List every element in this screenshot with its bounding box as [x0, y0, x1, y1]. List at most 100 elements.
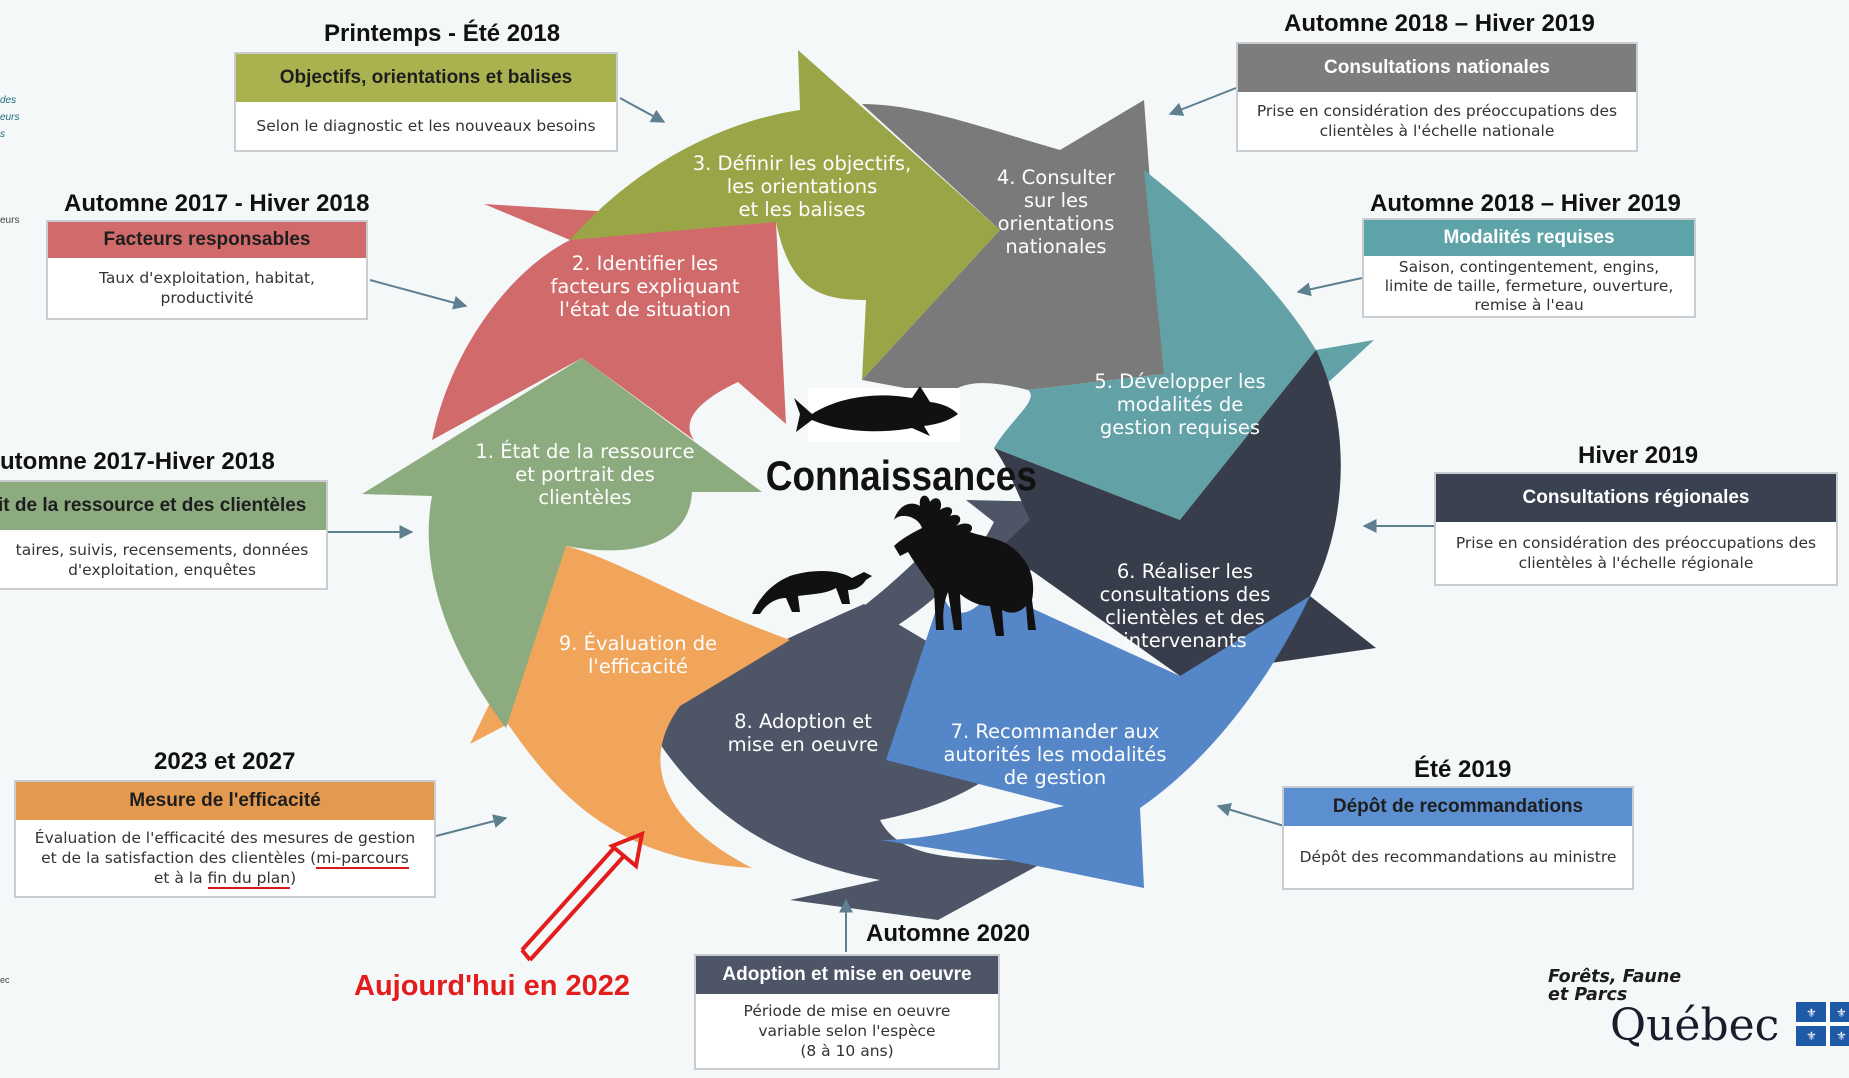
card-mesure-title: Mesure de l'efficacité — [16, 782, 434, 820]
phase-objectifs: Printemps - Été 2018 — [324, 20, 561, 47]
card-mesure-body-line-3: et à la fin du plan) — [153, 868, 297, 889]
card-modalites-body-line-2: limite de taille, fermeture, ouverture, — [1384, 276, 1674, 295]
marten-icon — [752, 571, 872, 614]
connector-depot — [1216, 802, 1285, 827]
step-1-label: 1. État de la ressource et portrait des … — [470, 440, 700, 509]
card-adoption-body: Période de mise en oeuvre variable selon… — [696, 994, 998, 1068]
ministry-name-line-1: Forêts, Faune — [1548, 967, 1682, 987]
edge-text-5: ec — [0, 975, 10, 985]
card-objectifs-body: Selon le diagnostic et les nouveaux beso… — [256, 117, 596, 135]
step-9-label: 9. Évaluation de l'efficacité — [550, 632, 726, 678]
phase-depot: Été 2019 — [1414, 756, 1512, 783]
step-6-line-4: intervenants — [1123, 629, 1247, 652]
step-4-line-1: 4. Consulter — [996, 166, 1116, 189]
card-adoption-body-line-1: Période de mise en oeuvre — [743, 1002, 951, 1020]
phase-etat: utomne 2017-Hiver 2018 — [0, 448, 275, 475]
step-4-line-3: orientations — [997, 212, 1115, 235]
card-mesure-body-line-1: Évaluation de l'efficacité des mesures d… — [34, 829, 416, 847]
card-objectifs-title: Objectifs, orientations et balises — [236, 54, 616, 102]
edge-text-4: eurs — [0, 215, 20, 226]
connector-facteurs — [369, 279, 468, 310]
step-2-label: 2. Identifier les facteurs expliquant l'… — [540, 252, 750, 321]
card-facteurs: Facteurs responsables Taux d'exploitatio… — [46, 220, 368, 320]
arrow-step-4 — [862, 100, 1164, 396]
card-etat-body: taires, suivis, recensements, données d'… — [0, 530, 326, 588]
step-7-line-2: autorités les modalités — [943, 743, 1167, 766]
card-mesure-line-2-text: et de la satisfaction des clientèles ( — [41, 849, 317, 867]
card-facteurs-body: Taux d'exploitation, habitat, productivi… — [48, 258, 366, 318]
card-nationales: Consultations nationales Prise en consid… — [1236, 42, 1638, 152]
today-arrow — [520, 830, 645, 962]
card-modalites-title: Modalités requises — [1364, 220, 1694, 256]
today-label: Aujourd'hui en 2022 — [354, 970, 630, 1002]
arrow-step-7 — [880, 590, 1310, 888]
card-regionales-body-line-2: clientèles à l'échelle régionale — [1518, 554, 1754, 572]
step-6-line-2: consultations des — [1099, 583, 1271, 606]
step-5-line-2: modalités de — [1116, 393, 1244, 416]
arrow-step-3 — [570, 50, 1000, 380]
card-depot-body: Dépôt des recommandations au ministre — [1299, 848, 1617, 866]
phase-mesure: 2023 et 2027 — [154, 748, 296, 775]
step-5-label: 5. Développer les modalités de gestion r… — [1080, 370, 1280, 439]
connector-modalites — [1296, 277, 1363, 297]
card-mesure-midterm: mi-parcours — [316, 849, 409, 869]
fleur-de-lis-icon: ⚜ — [1806, 1006, 1817, 1020]
card-etat-body-line-1: taires, suivis, recensements, données — [15, 541, 309, 559]
step-3-line-2: les orientations — [726, 175, 878, 198]
edge-text-1: des — [0, 95, 17, 106]
card-etat-title: it de la ressource et des clientèles — [0, 482, 326, 530]
card-facteurs-title: Facteurs responsables — [48, 222, 366, 258]
card-adoption-body-line-3: (8 à 10 ans) — [800, 1042, 894, 1060]
step-9-line-1: 9. Évaluation de — [558, 632, 718, 655]
card-mesure-line-3-text: et à la — [153, 869, 208, 887]
center-label: Connaissances — [765, 452, 1037, 499]
arrow-step-8 — [680, 500, 1062, 706]
card-nationales-body-line-1: Prise en considération des préoccupation… — [1256, 102, 1618, 120]
step-7-line-3: de gestion — [1003, 766, 1107, 789]
phase-adoption: Automne 2020 — [866, 920, 1031, 947]
card-objectifs: Objectifs, orientations et balises Selon… — [234, 52, 618, 152]
card-facteurs-body-line-1: Taux d'exploitation, habitat, — [99, 269, 315, 287]
quebec-flag-icon: ⚜ ⚜ ⚜ ⚜ — [1796, 1002, 1849, 1046]
card-etat: it de la ressource et des clientèles tai… — [0, 480, 328, 590]
step-5-line-1: 5. Développer les — [1094, 370, 1266, 393]
step-1-line-2: et portrait des — [515, 463, 655, 486]
step-1-line-1: 1. État de la ressource — [475, 440, 695, 463]
step-9-line-2: l'efficacité — [587, 655, 689, 678]
step-2-line-3: l'état de situation — [559, 298, 731, 321]
edge-text-2: eurs — [0, 112, 20, 123]
phase-nationales: Automne 2018 – Hiver 2019 — [1284, 10, 1595, 37]
phase-facteurs: Automne 2017 - Hiver 2018 — [64, 190, 370, 217]
step-8-line-1: 8. Adoption et — [734, 710, 872, 733]
connector-mesure — [435, 814, 508, 837]
card-mesure-body-line-2: et de la satisfaction des clientèles (mi… — [41, 848, 409, 869]
card-regionales-title: Consultations régionales — [1436, 474, 1836, 522]
phase-modalites: Automne 2018 – Hiver 2019 — [1370, 190, 1681, 217]
ministry-name: Forêts, Faune et Parcs — [1548, 968, 1681, 1004]
step-4-line-4: nationales — [1005, 235, 1107, 258]
card-modalites-body-line-1: Saison, contingentement, engins, — [1398, 257, 1660, 276]
step-2-line-2: facteurs expliquant — [550, 275, 740, 298]
step-8-line-2: mise en oeuvre — [727, 733, 879, 756]
step-6-label: 6. Réaliser les consultations des client… — [1090, 560, 1280, 652]
arrow-step-2 — [432, 204, 786, 440]
card-etat-body-line-2: d'exploitation, enquêtes — [68, 561, 256, 579]
step-6-line-1: 6. Réaliser les — [1116, 560, 1254, 583]
arrow-step-1 — [362, 358, 762, 728]
card-mesure-line-3-close: ) — [290, 869, 297, 887]
card-nationales-body: Prise en considération des préoccupation… — [1238, 92, 1636, 150]
fleur-de-lis-icon: ⚜ — [1836, 1029, 1847, 1043]
card-facteurs-body-line-2: productivité — [160, 289, 254, 307]
card-adoption-title: Adoption et mise en oeuvre — [696, 956, 998, 994]
fleur-de-lis-icon: ⚜ — [1836, 1006, 1847, 1020]
step-3-line-3: et les balises — [738, 198, 866, 221]
ministry-name-line-2: et Parcs — [1548, 985, 1628, 1005]
step-5-line-3: gestion requises — [1099, 416, 1261, 439]
walleye-icon — [794, 386, 960, 442]
phase-regionales: Hiver 2019 — [1578, 442, 1699, 469]
step-6-line-3: clientèles et des — [1105, 606, 1265, 629]
step-4-line-2: sur les — [1023, 189, 1089, 212]
card-adoption-body-line-2: variable selon l'espèce — [758, 1022, 936, 1040]
